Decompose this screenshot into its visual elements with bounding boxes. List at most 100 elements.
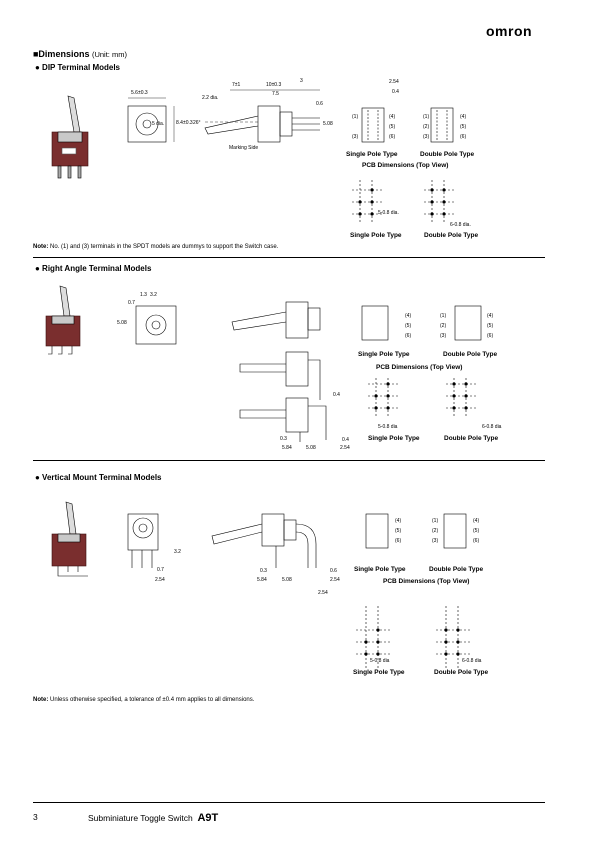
dip-switch-photo xyxy=(51,95,89,179)
ra-l13: 1.3 xyxy=(140,292,147,298)
dip-pcb-dp-label: Double Pole Type xyxy=(424,232,479,239)
vm-l254: 2.54 xyxy=(155,577,165,583)
vm-pcb-dp-dia: 6-0.8 dia xyxy=(462,658,482,664)
footer-rule xyxy=(33,802,545,803)
dip-height-dim: 8.4±0.3 xyxy=(176,120,193,126)
vm-l07: 0.7 xyxy=(157,567,164,573)
footer-title-text: Subminiature Toggle Switch xyxy=(88,813,193,823)
vm-l254b: 2.54 xyxy=(330,577,340,583)
ra-l508-left: 5.08 xyxy=(117,320,127,326)
vm-sp-outline xyxy=(365,513,389,549)
vm-pcb-dp-label: Double Pole Type xyxy=(434,669,489,676)
vm-l32: 3.2 xyxy=(174,549,181,555)
dip-pcb-sp-label: Single Pole Type xyxy=(350,232,402,239)
footer-title: Subminiature Toggle Switch A9T xyxy=(88,812,218,824)
ra-pcb-dp xyxy=(446,378,478,418)
vm-side-view xyxy=(211,513,317,568)
ra-dp-outline xyxy=(454,305,482,341)
dip-dp-outline xyxy=(430,107,454,143)
ra-pcb-dp-dia: 6-0.8 dia xyxy=(482,424,502,430)
dip-l04: 0.4 xyxy=(392,89,399,95)
ra-dp-right-terms: (4)(5)(6) xyxy=(487,313,494,339)
dip-l06: 0.6 xyxy=(316,101,323,107)
ra-pcb-title: PCB Dimensions (Top View) xyxy=(376,364,463,371)
dip-l508: 5.08 xyxy=(323,121,333,127)
vm-l584: 5.84 xyxy=(257,577,267,583)
vm-switch-photo xyxy=(51,501,88,577)
bottom-note: Note: Unless otherwise specified, a tole… xyxy=(33,697,254,703)
ra-pcb-sp-dia: 5-0.8 dia xyxy=(378,424,398,430)
vm-dp-left-terms: (1)(2)(3) xyxy=(432,518,439,544)
vm-dp-label: Double Pole Type xyxy=(429,566,484,573)
ra-pcb-sp-label: Single Pole Type xyxy=(368,435,420,442)
ra-heading: ● Right Angle Terminal Models xyxy=(35,264,152,273)
dip-sp-outline xyxy=(361,107,385,143)
vm-l254c: 2.54 xyxy=(318,590,328,596)
omron-logo: omron xyxy=(486,23,533,39)
dip-angle: 26° xyxy=(193,120,201,126)
bottom-note-label: Note: xyxy=(33,697,49,703)
ra-dp-left-terms: (1)(2)(3) xyxy=(440,313,447,339)
dip-dp-left-terms: (1)(2)(3) xyxy=(423,114,430,140)
dip-side-view xyxy=(204,89,320,143)
dip-dp-right-terms: (4)(5)(6) xyxy=(460,114,467,140)
dip-dp-label: Double Pole Type xyxy=(420,151,475,158)
vm-dp-right-terms: (4)(5)(6) xyxy=(473,518,480,544)
dip-sp-label: Single Pole Type xyxy=(346,151,398,158)
vm-front-view xyxy=(127,513,159,551)
dip-pcb-title: PCB Dimensions (Top View) xyxy=(362,162,449,169)
dip-handle-dia: 2.2 dia. xyxy=(202,95,219,101)
vm-pcb-sp xyxy=(356,606,390,668)
ra-l508-bottom: 5.08 xyxy=(306,445,316,451)
dip-l75: 7.5 xyxy=(272,91,279,97)
vm-dp-outline xyxy=(443,513,467,549)
dip-sp-right-terms: (4)(5)(6) xyxy=(389,114,396,140)
dip-note-text: No. (1) and (3) terminals in the SPDT mo… xyxy=(50,244,279,250)
divider-1 xyxy=(33,257,545,258)
dip-sp-left-terms: (1) (3) xyxy=(352,114,359,140)
ra-switch-photo xyxy=(45,285,81,355)
ra-side-view xyxy=(231,301,327,442)
dip-dia-dim: 5 dia. xyxy=(152,121,165,127)
divider-2 xyxy=(33,460,545,461)
dip-pcb-dp xyxy=(424,180,456,222)
dip-width-dim: 5.6±0.3 xyxy=(131,90,148,96)
dip-l254: 2.54 xyxy=(389,79,399,85)
vm-l06: 0.6 xyxy=(330,568,337,574)
section-title-text: ■Dimensions xyxy=(33,49,90,59)
vm-pcb-dp xyxy=(436,606,470,668)
vm-heading: ● Vertical Mount Terminal Models xyxy=(35,473,162,482)
dip-l10: 10±0.3 xyxy=(266,82,282,88)
ra-l03: 0.3 xyxy=(280,436,287,442)
dip-l3: 3 xyxy=(300,78,303,84)
section-title: ■Dimensions (Unit: mm) xyxy=(33,49,127,59)
dip-note-label: Note: xyxy=(33,244,49,250)
page-number: 3 xyxy=(33,812,38,822)
bottom-note-text: Unless otherwise specified, a tolerance … xyxy=(50,697,255,703)
ra-l07: 0.7 xyxy=(128,300,135,306)
footer-model: A9T xyxy=(197,812,219,824)
ra-dp-label: Double Pole Type xyxy=(443,351,498,358)
ra-pcb-sp xyxy=(368,378,400,418)
vm-sp-label: Single Pole Type xyxy=(354,566,406,573)
vm-l508: 5.08 xyxy=(282,577,292,583)
ra-l584: 5.84 xyxy=(282,445,292,451)
ra-pcb-dp-label: Double Pole Type xyxy=(444,435,499,442)
vm-pcb-title: PCB Dimensions (Top View) xyxy=(383,578,470,585)
vm-pcb-sp-dia: 5-0.8 dia xyxy=(370,658,390,664)
ra-l04b: 0.4 xyxy=(333,392,340,398)
dip-marking-side: Marking Side xyxy=(229,145,259,151)
dip-l7: 7±1 xyxy=(232,82,241,88)
ra-l04: 0.4 xyxy=(342,437,349,443)
dip-pcb-sp-dia: 5-0.8 dia. xyxy=(378,210,399,216)
unit-label: (Unit: mm) xyxy=(91,50,127,59)
dip-note: Note: No. (1) and (3) terminals in the S… xyxy=(33,244,278,250)
ra-sp-terms: (4)(5)(6) xyxy=(405,313,412,339)
ra-l254: 2.54 xyxy=(340,445,350,451)
vm-sp-terms: (4)(5)(6) xyxy=(395,518,402,544)
ra-sp-outline xyxy=(361,305,389,341)
dip-front-view xyxy=(127,97,175,143)
vm-pcb-sp-label: Single Pole Type xyxy=(353,669,405,676)
dip-heading: ● DIP Terminal Models xyxy=(35,63,120,72)
